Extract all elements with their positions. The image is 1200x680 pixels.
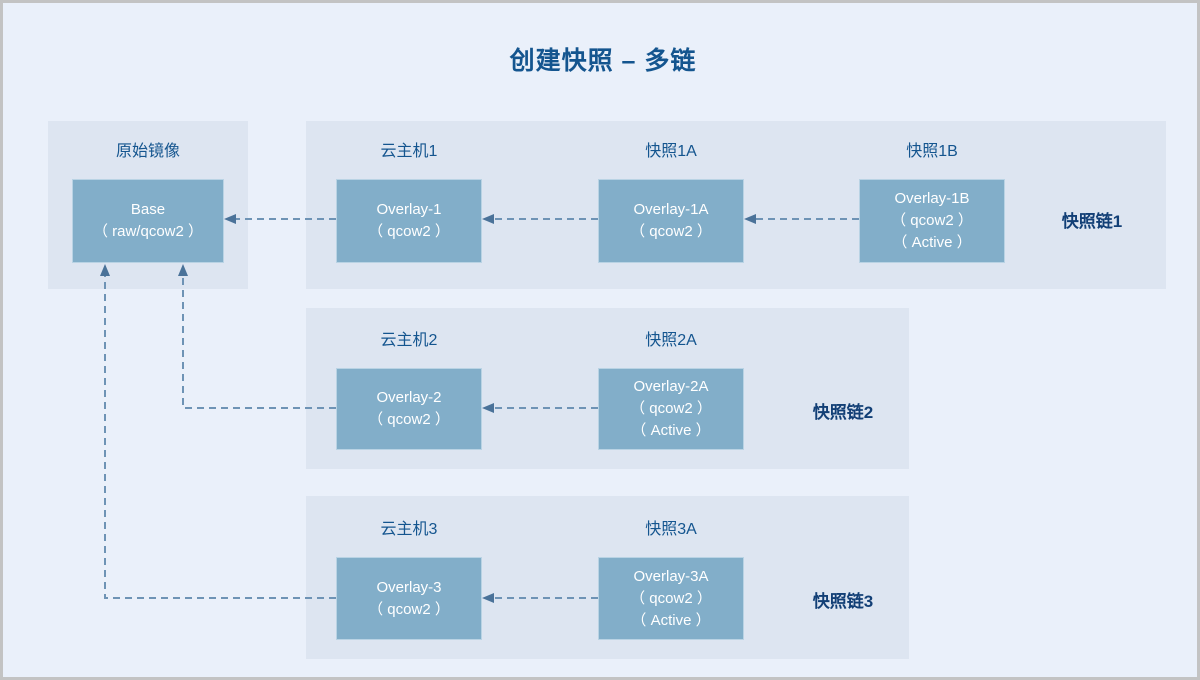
caption-overlay-3: 云主机3 (380, 521, 438, 538)
node-overlay-3a-line3: （ Active ） (631, 611, 711, 629)
node-overlay-1a-line1: Overlay-1A (633, 201, 709, 218)
node-overlay-3a[interactable]: Overlay-3A （ qcow2 ） （ Active ） (598, 557, 744, 640)
node-base[interactable]: Base （ raw/qcow2 ） (72, 179, 224, 263)
caption-overlay-2a: 快照2A (645, 332, 697, 349)
chain-label-3: 快照链3 (812, 592, 874, 611)
caption-overlay-1: 云主机1 (380, 143, 438, 160)
node-base-line2: （ raw/qcow2 ） (92, 223, 204, 240)
node-overlay-1b[interactable]: Overlay-1B （ qcow2 ） （ Active ） (859, 179, 1005, 263)
node-overlay-2-line2: （ qcow2 ） (368, 411, 450, 428)
node-overlay-3-line1: Overlay-3 (376, 578, 442, 596)
node-overlay-3-line2: （ qcow2 ） (368, 600, 450, 618)
caption-overlay-2: 云主机2 (380, 332, 438, 349)
caption-source: 原始镜像 (115, 143, 180, 160)
chain-label-2: 快照链2 (812, 403, 874, 422)
page-title: 创建快照 – 多链 (509, 47, 697, 75)
node-overlay-1a-line2: （ qcow2 ） (630, 223, 712, 240)
node-base-line1: Base (130, 201, 166, 218)
chain-label-1: 快照链1 (1061, 212, 1123, 231)
node-overlay-3a-line2: （ qcow2 ） (630, 589, 712, 607)
caption-overlay-1a: 快照1A (645, 143, 697, 160)
node-overlay-2a-line1: Overlay-2A (633, 378, 709, 395)
node-overlay-2[interactable]: Overlay-2 （ qcow2 ） (336, 368, 482, 450)
node-overlay-1a[interactable]: Overlay-1A （ qcow2 ） (598, 179, 744, 263)
node-overlay-2a-line2: （ qcow2 ） (630, 400, 712, 417)
node-overlay-1b-line1: Overlay-1B (894, 190, 970, 207)
node-overlay-2a[interactable]: Overlay-2A （ qcow2 ） （ Active ） (598, 368, 744, 450)
node-overlay-2-line1: Overlay-2 (376, 389, 442, 406)
node-overlay-3a-line1: Overlay-3A (633, 567, 709, 585)
caption-overlay-3a: 快照3A (645, 521, 697, 538)
node-overlay-1b-line3: （ Active ） (892, 234, 972, 251)
caption-overlay-1b: 快照1B (906, 143, 958, 160)
node-overlay-1b-line2: （ qcow2 ） (891, 212, 973, 229)
node-overlay-2a-line3: （ Active ） (631, 422, 711, 439)
node-overlay-1-line1: Overlay-1 (376, 201, 442, 218)
node-overlay-3[interactable]: Overlay-3 （ qcow2 ） (336, 557, 482, 640)
node-overlay-1[interactable]: Overlay-1 （ qcow2 ） (336, 179, 482, 263)
wire-overlay3-to-base (100, 264, 336, 599)
node-overlay-1-line2: （ qcow2 ） (368, 223, 450, 240)
